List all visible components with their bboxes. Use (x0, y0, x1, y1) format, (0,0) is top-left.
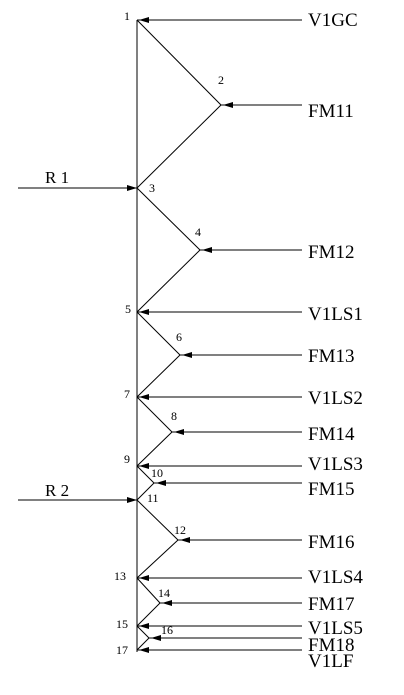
signal-labels: V1GC FM11 FM12 V1LS1 FM13 V1LS2 FM14 V1L… (308, 10, 363, 672)
node-9: 9 (124, 452, 130, 466)
label-fm14: FM14 (308, 424, 355, 445)
node-17: 17 (116, 643, 128, 657)
node-6: 6 (176, 330, 182, 344)
input-r2-label: R 2 (45, 481, 69, 500)
label-v1ls2: V1LS2 (308, 388, 363, 409)
label-v1ls1: V1LS1 (308, 304, 363, 325)
input-r1: R 1 (18, 168, 137, 191)
node-7: 7 (124, 387, 130, 401)
node-1: 1 (124, 9, 130, 23)
input-r2: R 2 (18, 481, 137, 503)
label-v1ls3: V1LS3 (308, 454, 363, 475)
node-10: 10 (151, 466, 163, 480)
label-fm13: FM13 (308, 346, 354, 367)
node-13: 13 (114, 569, 126, 583)
node-15: 15 (116, 617, 128, 631)
label-fm12: FM12 (308, 242, 354, 263)
label-v1lf: V1LF (308, 651, 353, 672)
node-5: 5 (125, 302, 131, 316)
label-v1ls4: V1LS4 (308, 567, 363, 588)
node-11: 11 (147, 491, 159, 505)
node-14: 14 (158, 586, 170, 600)
node-3: 3 (149, 181, 155, 195)
label-v1ls5: V1LS5 (308, 618, 363, 639)
label-fm15: FM15 (308, 479, 354, 500)
label-fm11: FM11 (308, 101, 354, 122)
node-4: 4 (195, 225, 201, 239)
label-fm18: FM18 (308, 635, 354, 656)
input-r1-label: R 1 (45, 168, 69, 187)
feed-lines (137, 17, 302, 653)
node-12: 12 (174, 523, 186, 537)
node-numbers: 1 2 3 4 5 6 7 8 9 10 11 12 13 14 15 16 1… (114, 9, 224, 657)
label-fm16: FM16 (308, 532, 354, 553)
label-v1gc: V1GC (308, 10, 358, 31)
node-8: 8 (171, 409, 177, 423)
branch-lines (136, 19, 222, 651)
label-fm17: FM17 (308, 594, 354, 615)
node-2: 2 (218, 73, 224, 87)
node-16: 16 (161, 623, 173, 637)
